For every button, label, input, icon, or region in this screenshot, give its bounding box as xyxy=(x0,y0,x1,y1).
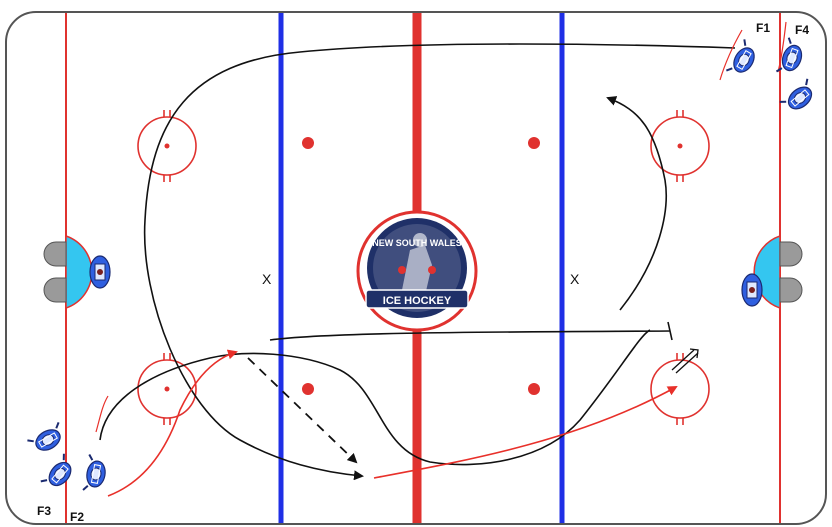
goalie-icon xyxy=(742,274,762,306)
x-marker-left: X xyxy=(262,271,272,287)
logo-text-bottom: ICE HOCKEY xyxy=(383,295,452,307)
goalie-icon xyxy=(90,256,110,288)
player-label-f3: F3 xyxy=(37,504,51,518)
player-label-f4: F4 xyxy=(795,23,809,37)
center-logo: NEW SOUTH WALES ICE HOCKEY xyxy=(358,212,476,330)
player-label-f1: F1 xyxy=(756,21,770,35)
logo-text-top: NEW SOUTH WALES xyxy=(372,238,462,248)
x-marker-right: X xyxy=(570,271,580,287)
player-label-f2: F2 xyxy=(70,510,84,524)
